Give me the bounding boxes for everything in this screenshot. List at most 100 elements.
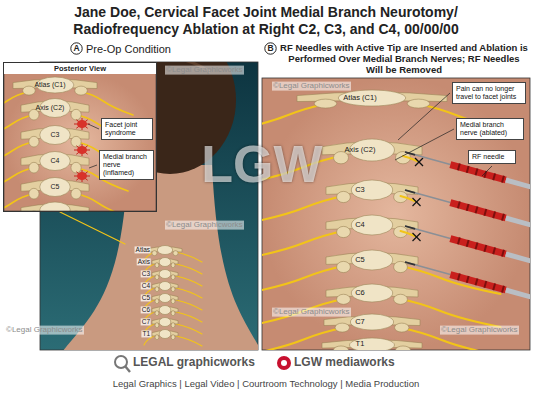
- vertebra: [13, 77, 97, 95]
- needle-body: [450, 275, 505, 290]
- needle-ring: [476, 278, 478, 286]
- needle-ring: [484, 245, 486, 253]
- needle-shaft: [405, 190, 450, 203]
- inflammation: [74, 144, 90, 156]
- facet: [155, 275, 159, 280]
- vertebra: [21, 126, 89, 147]
- vertebral-body: [351, 215, 392, 235]
- vertebra-label: C4: [141, 282, 151, 289]
- facet: [71, 109, 81, 120]
- ablation-x: [415, 158, 423, 166]
- facet: [337, 261, 351, 272]
- nerve: [176, 288, 202, 298]
- vertebra-label: Atlas (C1): [34, 81, 65, 89]
- panel-letter: B: [264, 42, 277, 55]
- vertebral-body: [159, 318, 171, 327]
- vertebral-body: [40, 178, 71, 197]
- facet: [337, 226, 351, 237]
- vertebral-body: [40, 152, 71, 171]
- facet: [171, 275, 175, 280]
- lgw-logo-inner: [281, 360, 287, 366]
- needle-ring: [458, 201, 460, 209]
- vertebra-label: C7: [141, 318, 151, 325]
- vertebral-body: [350, 314, 393, 330]
- callout-box: Medial branch nerve (inflamed): [99, 150, 154, 180]
- nerve: [262, 196, 343, 224]
- needle-ring: [458, 237, 460, 245]
- ablation-x: [415, 158, 423, 166]
- facet: [75, 86, 88, 95]
- vertebra-label: C5: [141, 294, 151, 301]
- needle-body: [450, 165, 505, 180]
- vertebra: [326, 215, 418, 238]
- needle-ring: [476, 168, 478, 176]
- panel-letter-circle: A: [70, 42, 83, 55]
- nerve: [176, 252, 202, 262]
- facet: [155, 323, 159, 328]
- vertebral-body: [40, 126, 71, 145]
- vertebra-label: C3: [355, 186, 365, 194]
- needle-active-tip: [405, 190, 415, 193]
- vertebral-body: [351, 284, 392, 302]
- needle-hub: [506, 254, 530, 261]
- facet: [337, 191, 351, 202]
- facet: [171, 323, 175, 328]
- watermark: ©Legal Graphicworks: [165, 221, 244, 230]
- facet: [394, 294, 408, 304]
- vertebra: [322, 139, 422, 164]
- watermark: ©Legal Graphicworks: [272, 82, 351, 91]
- nerve: [176, 264, 202, 274]
- vertebra-label: Axis: [137, 258, 151, 265]
- lgw-logo-mark: [277, 356, 291, 370]
- ablation-x: [413, 198, 421, 206]
- needle-active-tip: [405, 226, 415, 229]
- callout-box: Facet joint syndrome: [101, 118, 153, 140]
- vertebra: [21, 99, 89, 120]
- right-background: [262, 78, 530, 350]
- vertebra: [21, 178, 89, 199]
- facet: [173, 251, 178, 256]
- nerve: [176, 324, 202, 334]
- needle-body: [450, 203, 505, 218]
- vertebral-body: [157, 246, 172, 255]
- facet: [171, 311, 175, 316]
- vertebra: [152, 318, 178, 328]
- watermark: ©Legal Graphicworks: [440, 326, 519, 335]
- watermark: ©Legal Graphicworks: [272, 308, 351, 317]
- vertebral-body: [159, 330, 171, 339]
- callout-box: Medial branch nerve (ablated): [456, 118, 524, 140]
- leader-line: [398, 93, 450, 140]
- watermark: ©Legal Graphicworks: [165, 66, 244, 75]
- inflamed-facet: [77, 120, 87, 128]
- inset-frame: [4, 73, 156, 211]
- needle-ring: [467, 240, 469, 248]
- tagline: Legal Graphics | Legal Video | Courtroom…: [113, 379, 419, 389]
- vertebra: [152, 294, 178, 304]
- watermark-logo: LGW: [201, 136, 322, 193]
- vertebra-label: C7: [355, 318, 365, 326]
- leader-line: [395, 129, 454, 160]
- callout-text: Pain can no longer travel to facet joint…: [456, 85, 522, 101]
- vertebra-label: Atlas (C1): [343, 94, 376, 102]
- facet: [334, 346, 349, 350]
- rf-needle: [405, 262, 530, 297]
- watermark: ©Legal Graphicworks: [5, 326, 84, 335]
- vertebra-label: Axis (C2): [36, 104, 65, 112]
- callout-text: Facet joint syndrome: [105, 121, 149, 137]
- facet: [29, 136, 39, 147]
- vertebra: [21, 152, 89, 173]
- magnifier-handle: [125, 366, 130, 372]
- vertebra-label: C3: [51, 131, 60, 139]
- vertebra-label: C5: [355, 256, 365, 264]
- vertebra-label: C6: [141, 306, 151, 313]
- needle-ring: [467, 204, 469, 212]
- needle-ring: [484, 209, 486, 217]
- nerve: [176, 300, 202, 310]
- vertebra: [152, 282, 178, 292]
- company-logo: LEGAL graphicworks: [133, 356, 255, 369]
- needle-body: [450, 239, 505, 254]
- leader-line: [88, 124, 99, 129]
- vertebra: [152, 258, 178, 268]
- facet: [171, 287, 175, 292]
